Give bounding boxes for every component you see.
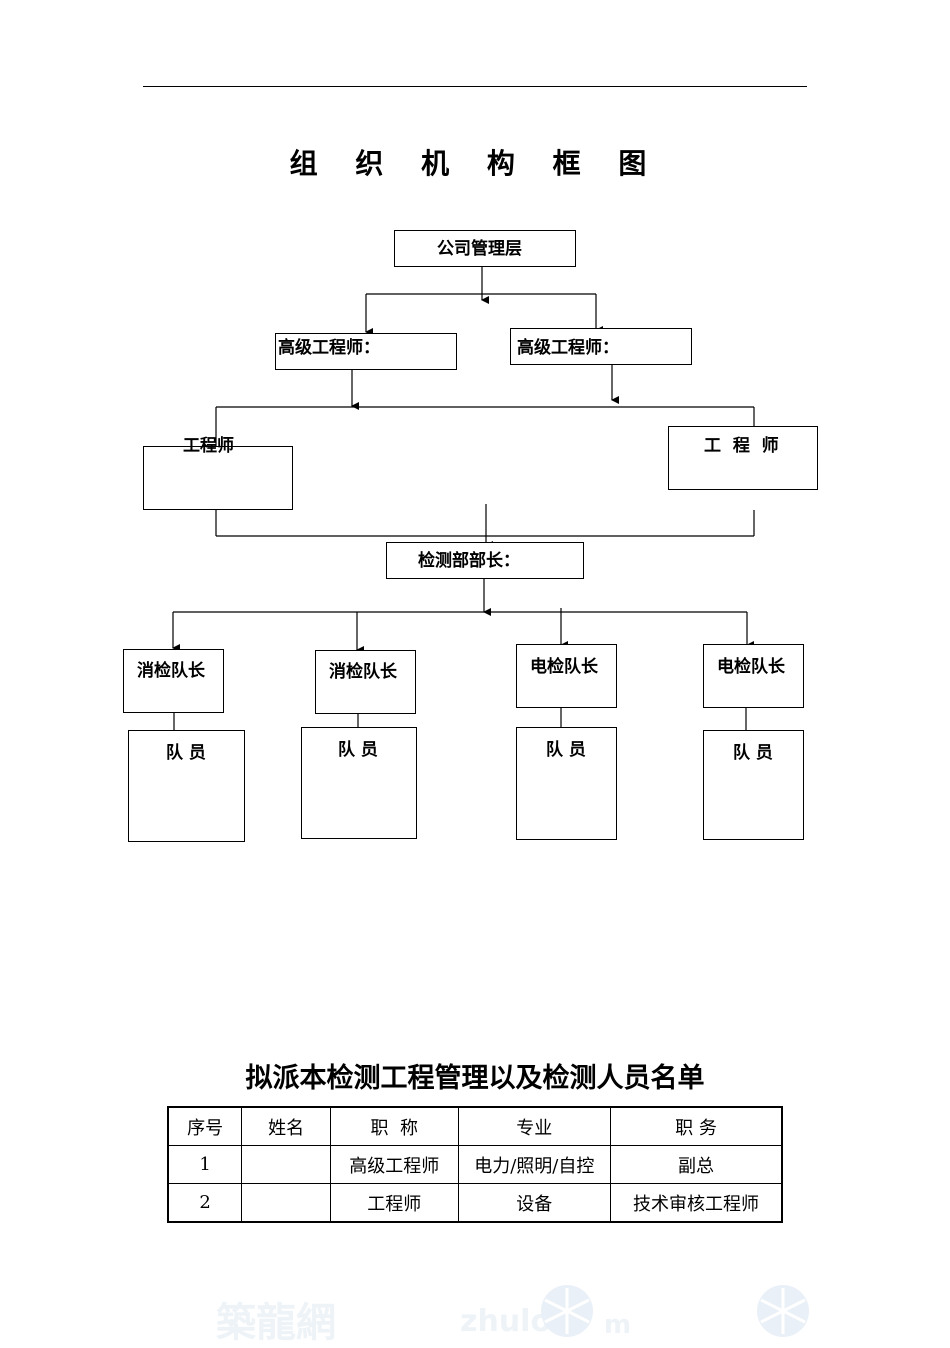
watermark-text-mid: zhulo (460, 1304, 552, 1339)
node-member-4 (703, 730, 804, 840)
node-captain-3-label: 电检队长 (530, 657, 598, 677)
cell-index: 1 (167, 1145, 243, 1184)
cell-specialty: 电力/照明/自控 (457, 1145, 612, 1184)
col-header-index: 序号 (167, 1106, 243, 1146)
cell-title: 高级工程师 (329, 1145, 459, 1184)
node-senior-engineer-right (510, 328, 692, 365)
cell-name (241, 1145, 331, 1184)
watermark-text-right: m (604, 1310, 632, 1340)
node-member-1-label: 队 员 (166, 743, 206, 763)
node-senior-engineer-right-label: 高级工程师： (517, 338, 619, 358)
node-member-3-label: 队 员 (546, 740, 586, 760)
node-inspection-head (386, 542, 584, 579)
cell-title: 工程师 (329, 1183, 459, 1223)
node-engineer-right (668, 426, 818, 490)
node-member-3 (516, 727, 617, 840)
watermark-snowflake-icon (757, 1285, 809, 1337)
col-header-specialty: 专业 (457, 1106, 612, 1146)
node-management (394, 230, 576, 267)
node-captain-1-label: 消检队长 (137, 661, 205, 681)
table-header-row: 序号 姓名 职 称 专业 职 务 (167, 1106, 783, 1146)
cell-position: 副总 (610, 1145, 783, 1184)
org-chart-title: 组 织 机 构 框 图 (289, 147, 661, 180)
node-member-2-label: 队 员 (338, 740, 378, 760)
roster-table: 序号 姓名 职 称 专业 职 务 1 高级工程师 电力/照明/自控 副总 2 工… (167, 1106, 783, 1223)
node-engineer-left (143, 446, 293, 510)
node-member-1 (128, 730, 245, 842)
node-captain-2 (315, 650, 416, 714)
cell-index: 2 (167, 1183, 243, 1223)
node-senior-engineer-left-label: 高级工程师： (278, 338, 380, 358)
node-member-2 (301, 727, 417, 839)
node-captain-1 (123, 649, 224, 713)
cell-position: 技术审核工程师 (610, 1183, 783, 1223)
node-captain-4-label: 电检队长 (717, 657, 785, 677)
node-engineer-left-label: 工程师 (183, 436, 234, 456)
table-row: 1 高级工程师 电力/照明/自控 副总 (167, 1145, 783, 1184)
node-management-label: 公司管理层 (437, 239, 522, 259)
col-header-title: 职 称 (329, 1106, 459, 1146)
col-header-name: 姓名 (241, 1106, 331, 1146)
table-row: 2 工程师 设备 技术审核工程师 (167, 1183, 783, 1223)
node-captain-2-label: 消检队长 (329, 662, 397, 682)
cell-specialty: 设备 (457, 1183, 612, 1223)
roster-title: 拟派本检测工程管理以及检测人员名单 (245, 1063, 705, 1094)
node-inspection-head-label: 检测部部长： (418, 551, 520, 571)
watermark-snowflake-icon (541, 1285, 593, 1337)
node-captain-3 (516, 644, 617, 708)
node-captain-4 (703, 644, 804, 708)
node-member-4-label: 队 员 (733, 743, 773, 763)
node-senior-engineer-left (275, 333, 457, 370)
node-engineer-right-label: 工 程 师 (704, 436, 779, 456)
cell-name (241, 1183, 331, 1223)
watermark-text-left: 築龍網 (216, 1299, 336, 1346)
col-header-position: 职 务 (610, 1106, 783, 1146)
header-rule (143, 86, 807, 87)
